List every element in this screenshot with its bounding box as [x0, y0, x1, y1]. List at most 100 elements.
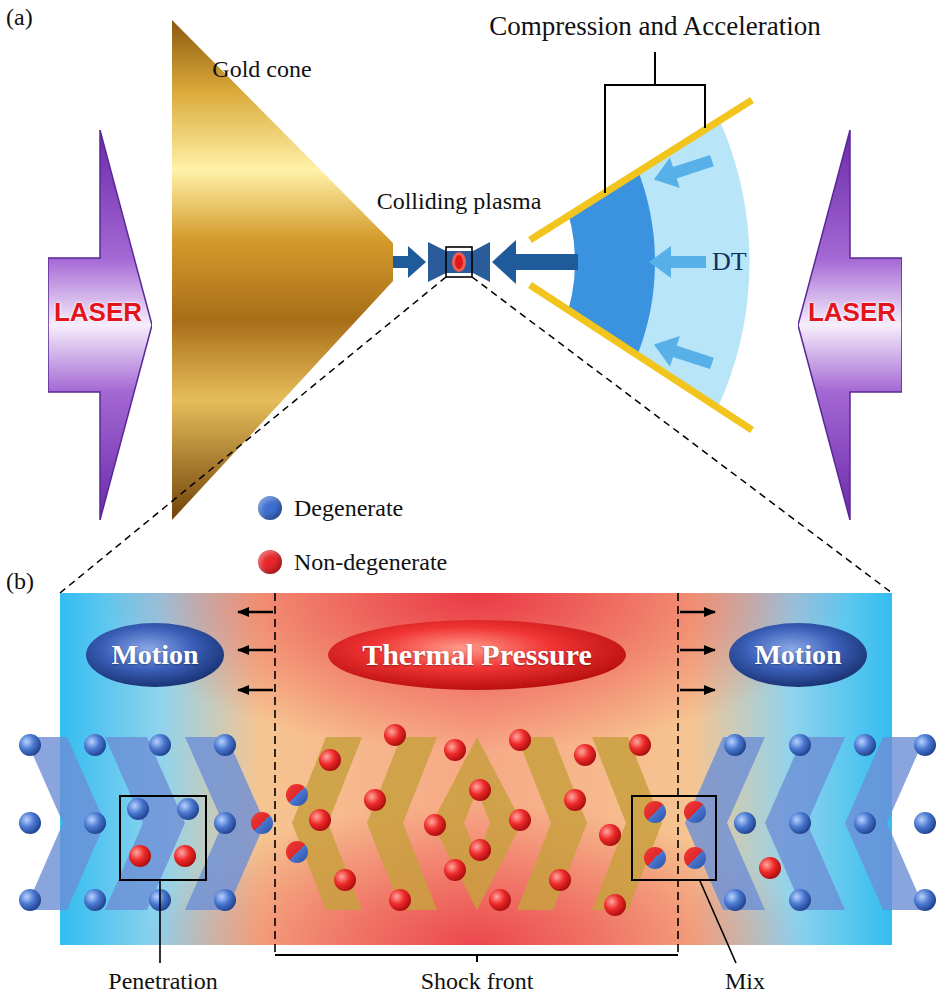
particle: [789, 734, 811, 756]
laser-arrow-shape: [48, 130, 152, 520]
leader-line: [700, 881, 736, 963]
ellipse-text: Motion: [111, 639, 198, 671]
particle: [364, 789, 386, 811]
laser-label: LASER: [808, 297, 896, 328]
particle: [384, 724, 406, 746]
particle: [574, 744, 596, 766]
particle: [854, 812, 876, 834]
particle: [509, 729, 531, 751]
laser-arrow: LASER: [798, 130, 902, 520]
arrow: [680, 611, 715, 614]
particle: [564, 789, 586, 811]
dt-shell: [98, 0, 717, 564]
label-holder: Colliding plasma: [377, 188, 542, 214]
particle: [509, 809, 531, 831]
laser-arrow: LASER: [48, 130, 152, 520]
particle: [444, 739, 466, 761]
particle: [469, 839, 491, 861]
legend-holder: Degenerate: [294, 495, 403, 522]
chevron: [765, 737, 845, 910]
label-holder: Penetration: [108, 968, 217, 994]
label-holder: DT: [712, 248, 747, 277]
particle: [599, 824, 621, 846]
chevron: [105, 737, 185, 910]
particle: [789, 812, 811, 834]
particle: [854, 734, 876, 756]
arrow: [680, 649, 715, 652]
gold-cone: [172, 20, 393, 520]
particle: [549, 869, 571, 891]
hot-spot: [452, 252, 466, 272]
label-holder: Gold cone: [212, 56, 311, 82]
particle: [129, 845, 151, 867]
label-holder: Compression and Acceleration: [489, 12, 820, 42]
particle: [644, 847, 666, 869]
particle: [334, 869, 356, 891]
chevron: [292, 737, 362, 910]
particle: [19, 889, 41, 911]
particle: [724, 734, 746, 756]
text-label: DT: [712, 248, 747, 277]
dt-inner-band: [185, 47, 615, 477]
penetration-box: [120, 796, 206, 880]
ellipse-shape-fill: [86, 623, 224, 687]
arrow: [680, 689, 715, 692]
legend-swatch: [258, 550, 282, 574]
zoom-box: [446, 247, 472, 277]
particle: [174, 845, 196, 867]
plasma-jet-arrow: [393, 246, 426, 278]
text-label: (b): [6, 568, 34, 594]
particle: [251, 812, 273, 834]
ellipse-label: Motion: [728, 622, 868, 688]
laser-arrow-shape: [798, 130, 902, 520]
text-label: Penetration: [108, 968, 217, 994]
particle: [914, 734, 936, 756]
arrow: [238, 649, 273, 652]
particle: [149, 734, 171, 756]
particle: [19, 734, 41, 756]
particle: [604, 894, 626, 916]
particle: [19, 812, 41, 834]
particle: [177, 798, 199, 820]
ellipse-text: Motion: [754, 639, 841, 671]
particle: [84, 812, 106, 834]
label-holder: (a): [6, 4, 33, 30]
particle: [84, 734, 106, 756]
particle: [914, 812, 936, 834]
particle: [444, 859, 466, 881]
text-label: Compression and Acceleration: [489, 12, 820, 42]
particle: [629, 734, 651, 756]
chevron: [845, 737, 925, 910]
plasma-jet-arrow: [492, 240, 578, 284]
zoom-panel-glow: [60, 593, 892, 945]
particle: [759, 857, 781, 879]
leader-line: [159, 881, 161, 963]
text-label: Shock front: [421, 968, 534, 994]
expansion-arrows: [238, 612, 715, 690]
particle: [214, 889, 236, 911]
particle: [914, 889, 936, 911]
legend-swatch: [258, 496, 282, 520]
legend-text: Degenerate: [294, 495, 403, 522]
compression-arrow: [649, 246, 706, 278]
legend-text: Non-degenerate: [294, 549, 447, 576]
shock-front-line: [677, 593, 679, 955]
ellipse-label: Motion: [85, 622, 225, 688]
chevron: [685, 737, 765, 910]
chevron: [592, 737, 662, 910]
particle: [489, 889, 511, 911]
particle: [309, 809, 331, 831]
text-label: Gold cone: [212, 56, 311, 82]
particle: [286, 784, 308, 806]
cone-wall: [530, 100, 752, 240]
particle: [684, 847, 706, 869]
legend-holder: Non-degenerate: [294, 549, 447, 576]
ellipse-shape-fill: [328, 620, 626, 690]
compression-arrow: [649, 145, 717, 194]
ellipse-text: Thermal Pressure: [362, 638, 592, 672]
particles: [19, 724, 936, 916]
label-holder: (b): [6, 568, 34, 594]
text-label: Colliding plasma: [377, 188, 542, 214]
